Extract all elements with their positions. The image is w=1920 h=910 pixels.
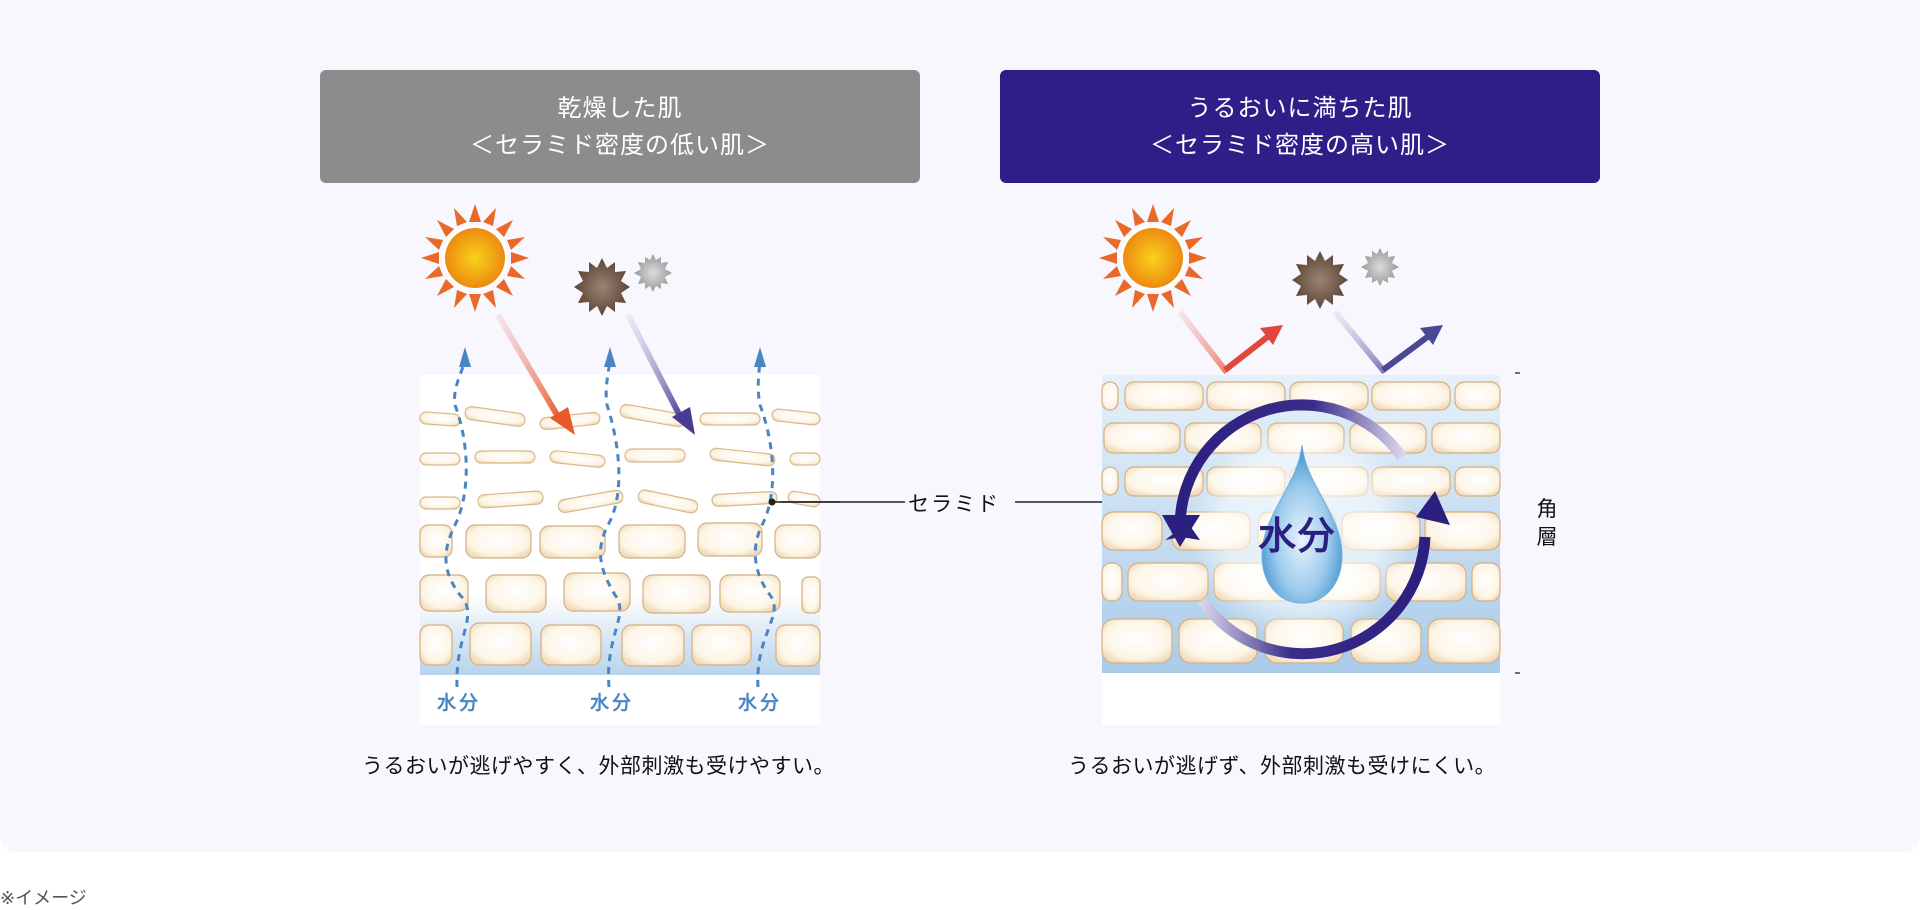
sun-icon	[1099, 204, 1207, 312]
dry-skin-header: 乾燥した肌 ＜セラミド密度の低い肌＞	[320, 70, 920, 183]
circular-arrows-icon	[1174, 399, 1431, 660]
cycle-arrowhead-right	[1416, 491, 1450, 525]
pollen-particle-icon	[634, 254, 672, 292]
ceramide-label: セラミド	[908, 492, 1000, 516]
water-label: 水分	[437, 692, 482, 714]
moist-skin-header: うるおいに満ちた肌 ＜セラミド密度の高い肌＞	[1000, 70, 1600, 183]
dry-skin-diagram	[419, 204, 840, 725]
uv-arrow-icon	[495, 313, 575, 435]
irritant-arrow-icon	[625, 313, 695, 435]
water-center-label: 水分	[1258, 514, 1337, 558]
comparison-panel	[0, 0, 1920, 852]
corneocyte-cells	[419, 522, 821, 667]
layer-label-char: 層	[1536, 525, 1558, 549]
water-drop-icon	[1261, 444, 1343, 604]
cycle-arrowhead-left	[1162, 515, 1200, 547]
dust-particle-icon	[574, 258, 630, 316]
moist-skin-subtitle: ＜セラミド密度の高い肌＞	[1150, 130, 1450, 159]
dust-particle-icon	[1292, 251, 1348, 309]
irritant-reflected-arrow-icon	[1332, 310, 1443, 375]
water-escape-arrowheads	[459, 347, 766, 367]
water-escape-paths	[444, 354, 776, 688]
water-label: 水分	[590, 692, 635, 714]
moist-skin-title: うるおいに満ちた肌	[1187, 93, 1413, 122]
dry-skin-caption: うるおいが逃げやすく、外部刺激も受けやすい。	[362, 754, 835, 778]
dry-skin-title: 乾燥した肌	[557, 93, 683, 122]
image-footnote: ※イメージ	[0, 888, 87, 909]
moist-skin-caption: うるおいが逃げず、外部刺激も受けにくい。	[1068, 754, 1497, 778]
sun-icon	[421, 204, 529, 312]
uv-reflected-arrow-icon	[1177, 310, 1283, 375]
water-label: 水分	[738, 692, 783, 714]
stratum-corneum-bracket	[1515, 372, 1520, 674]
moist-skin-diagram	[1099, 204, 1520, 725]
pollen-particle-icon	[1361, 248, 1399, 286]
dry-skin-subtitle: ＜セラミド密度の低い肌＞	[470, 130, 770, 159]
stratum-corneum-label: 角 層	[1535, 495, 1559, 551]
layer-label-char: 角	[1536, 497, 1558, 521]
